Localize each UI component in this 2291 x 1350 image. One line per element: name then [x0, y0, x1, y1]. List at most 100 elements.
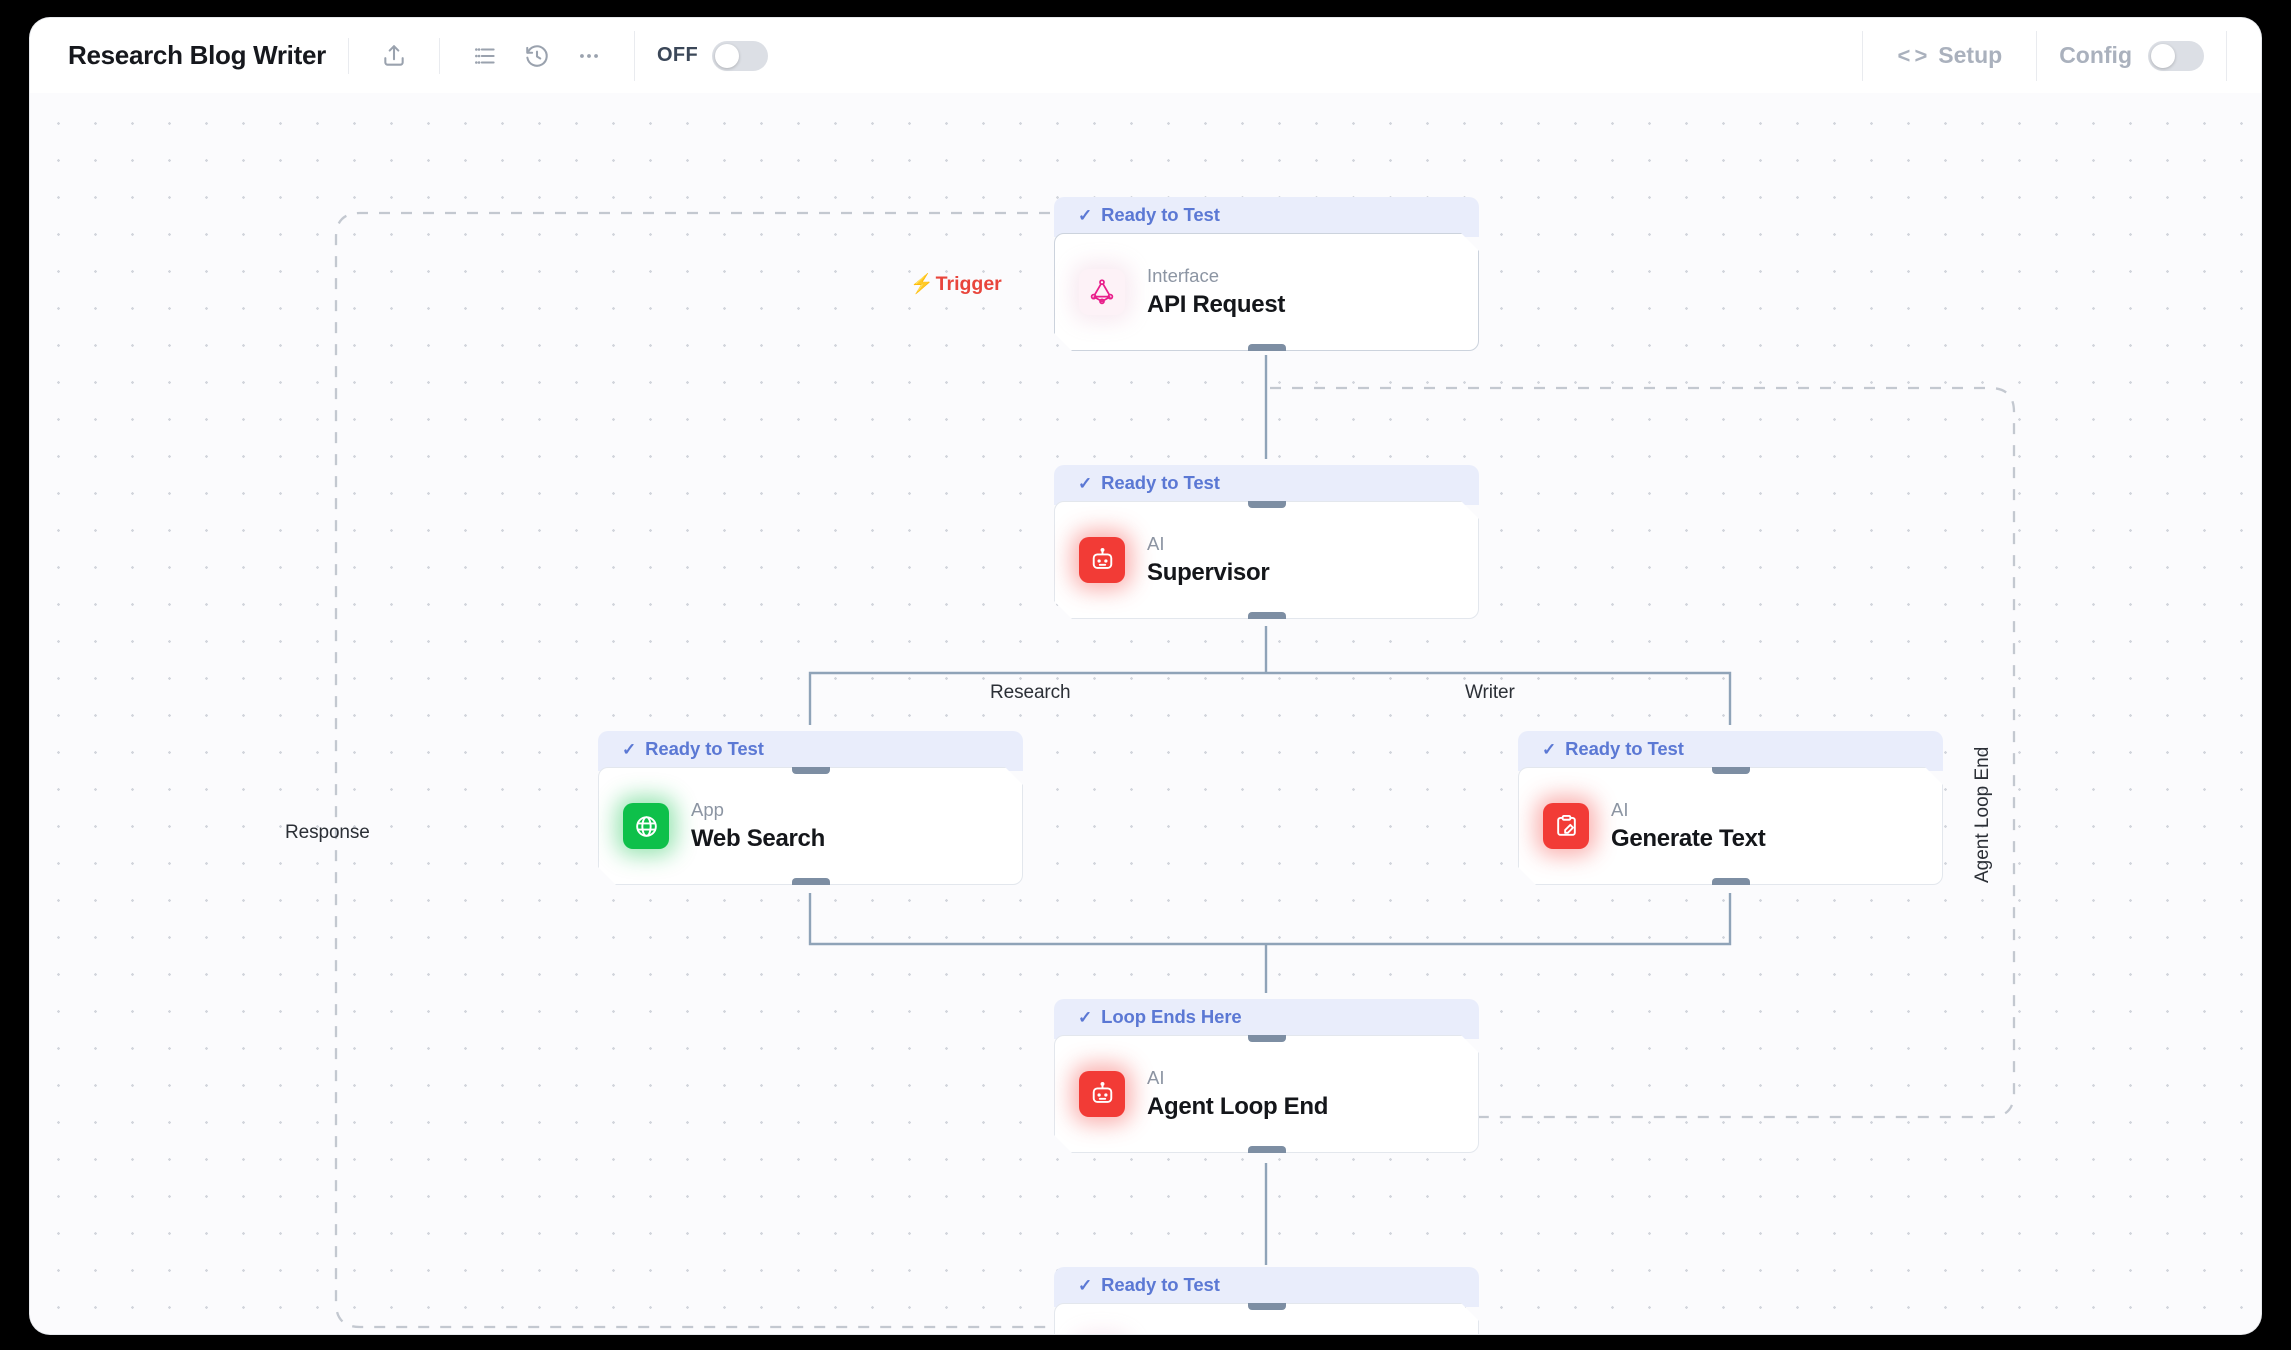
config-toggle[interactable]	[2148, 40, 2204, 71]
node-status-label: Ready to Test	[1101, 204, 1220, 225]
edge-agent-loop	[1270, 386, 2016, 1119]
divider	[347, 37, 349, 74]
history-icon[interactable]	[514, 33, 560, 79]
node-status-badge: ✓ Ready to Test	[598, 731, 1023, 771]
node-kind-label: AI	[1147, 533, 1165, 555]
node-text: AI Supervisor	[1147, 532, 1269, 587]
divider	[2226, 30, 2227, 81]
power-toggle[interactable]	[712, 40, 769, 71]
divider	[438, 37, 440, 74]
node-status-label: Ready to Test	[1101, 1274, 1220, 1295]
node-status-badge: ✓ Ready to Test	[1054, 465, 1479, 505]
output-port[interactable]	[1248, 612, 1286, 623]
edge-research-to-merge	[808, 893, 1266, 946]
node-status-badge: ✓ Loop Ends Here	[1054, 999, 1479, 1039]
edge-response-loop	[334, 211, 1050, 1329]
node-name-label: API Request	[1147, 290, 1286, 318]
robot-icon	[1079, 1071, 1125, 1117]
output-port[interactable]	[792, 878, 830, 889]
node-card[interactable]: AI Supervisor	[1054, 501, 1479, 619]
node-status-label: Ready to Test	[645, 738, 764, 759]
config-label: Config	[2059, 42, 2132, 68]
node-web-search[interactable]: ✓ Ready to Test App Web Search	[598, 731, 1023, 885]
node-agent-loop-end[interactable]: ✓ Loop Ends Here AI Agent Loop End	[1054, 999, 1479, 1153]
toggle-knob	[2151, 43, 2175, 68]
node-status-label: Ready to Test	[1101, 472, 1220, 493]
lightning-bolt-icon: ⚡	[910, 274, 934, 295]
globe-icon	[623, 803, 669, 849]
node-api-request[interactable]: ✓ Ready to Test Interface API R	[1054, 197, 1479, 351]
setup-label: Setup	[1938, 42, 2003, 68]
output-port[interactable]	[1248, 344, 1286, 355]
input-port[interactable]	[1712, 763, 1750, 774]
check-icon: ✓	[1078, 1275, 1093, 1295]
node-kind-label: AI	[1611, 799, 1629, 821]
share-icon[interactable]	[371, 33, 417, 79]
agent-loop-end-edge-label: Agent Loop End	[1972, 746, 1993, 883]
trigger-label: ⚡ Trigger	[910, 273, 1002, 296]
node-text: AI Generate Text	[1611, 798, 1765, 853]
writer-edge-label: Writer	[1465, 682, 1515, 703]
divider	[633, 30, 635, 81]
node-text: App Web Search	[691, 798, 825, 853]
power-state-label: OFF	[656, 44, 699, 66]
node-supervisor[interactable]: ✓ Ready to Test AI Supervisor	[1054, 465, 1479, 619]
node-status-badge: ✓ Ready to Test	[1518, 731, 1943, 771]
research-edge-label: Research	[990, 682, 1071, 703]
page-title: Research Blog Writer	[68, 40, 326, 70]
more-icon[interactable]	[566, 33, 612, 79]
edge-supervisor-to-writer	[1266, 671, 1732, 725]
node-name-label: Generate Text	[1611, 824, 1766, 852]
node-generate-text[interactable]: ✓ Ready to Test AI Generate Text	[1518, 731, 1943, 885]
check-icon: ✓	[622, 739, 637, 759]
setup-button[interactable]: < > Setup	[1885, 36, 2014, 75]
edge-supervisor-to-research	[808, 671, 1266, 725]
check-icon: ✓	[1078, 473, 1093, 493]
node-kind-label: App	[691, 799, 724, 821]
response-edge-label: Response	[285, 822, 370, 843]
edge-writer-to-merge	[1266, 893, 1732, 946]
input-port[interactable]	[792, 763, 830, 774]
code-icon: < >	[1897, 42, 1927, 68]
input-port[interactable]	[1248, 497, 1286, 508]
edge-layer	[334, 211, 2016, 1329]
node-text: AI Agent Loop End	[1147, 1066, 1328, 1121]
toolbar-right-group: < > Setup Config	[1840, 18, 2261, 93]
toolbar-left-group: Research Blog Writer	[30, 18, 769, 93]
node-card[interactable]: Interface API Request	[1054, 233, 1479, 351]
check-icon: ✓	[1078, 1007, 1093, 1027]
node-card[interactable]: App Web Search	[598, 767, 1023, 885]
node-name-label: Agent Loop End	[1147, 1092, 1329, 1120]
node-status-label: Ready to Test	[1565, 738, 1684, 759]
node-kind-label: Interface	[1147, 265, 1219, 287]
input-port[interactable]	[1248, 1031, 1286, 1042]
graphql-icon	[1079, 269, 1125, 315]
clipboard-pencil-icon	[1543, 803, 1589, 849]
list-icon[interactable]	[462, 33, 508, 79]
node-text: Interface API Request	[1147, 264, 1285, 319]
output-port[interactable]	[1712, 878, 1750, 889]
node-name-label: Supervisor	[1147, 558, 1270, 586]
node-kind-label: AI	[1147, 1067, 1165, 1089]
toggle-knob	[715, 43, 740, 68]
toolbar-action-group	[462, 33, 612, 79]
node-name-label: Web Search	[691, 824, 825, 852]
node-card[interactable]: AI Generate Text	[1518, 767, 1943, 885]
output-port[interactable]	[1248, 1146, 1286, 1157]
workflow-canvas[interactable]: ⚡ Trigger Response Research Writer Agent…	[30, 93, 2261, 1334]
node-card[interactable]: AI Agent Loop End	[1054, 1035, 1479, 1153]
input-port[interactable]	[1248, 1299, 1286, 1310]
trigger-text: Trigger	[935, 273, 1002, 295]
toolbar: Research Blog Writer	[30, 18, 2261, 93]
divider	[2036, 30, 2038, 81]
divider	[1862, 30, 1864, 81]
node-status-badge: ✓ Ready to Test	[1054, 1267, 1479, 1307]
check-icon: ✓	[1542, 739, 1557, 759]
node-api-response[interactable]: ✓ Ready to Test Response API Re	[1054, 1267, 1479, 1334]
node-status-label: Loop Ends Here	[1101, 1006, 1242, 1027]
robot-icon	[1079, 537, 1125, 583]
check-icon: ✓	[1078, 205, 1093, 225]
node-card[interactable]: Response API Response	[1054, 1303, 1479, 1334]
node-status-badge: ✓ Ready to Test	[1054, 197, 1479, 237]
workflow-app-window: Research Blog Writer	[30, 18, 2261, 1334]
